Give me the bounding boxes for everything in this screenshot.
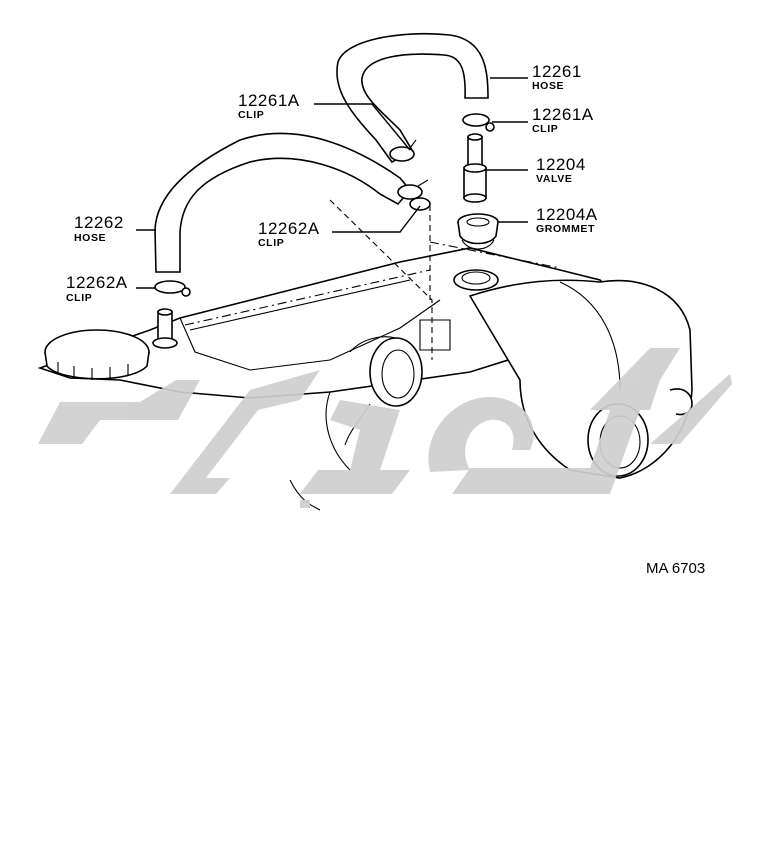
svg-text:CLIP: CLIP — [66, 292, 92, 304]
svg-text:12204: 12204 — [536, 155, 586, 174]
svg-text:12262A: 12262A — [66, 273, 128, 292]
svg-text:12204A: 12204A — [536, 205, 598, 224]
svg-text:12261: 12261 — [532, 62, 582, 81]
callout-hose-12262: 12262 HOSE — [74, 213, 124, 244]
leader-lines — [136, 77, 528, 289]
hose-12261-shape — [336, 32, 489, 164]
svg-text:GROMMET: GROMMET — [536, 223, 595, 235]
callout-clip-12262a-mid: 12262A CLIP — [258, 219, 320, 249]
callout-valve-12204: 12204 VALVE — [536, 155, 586, 185]
callout-clip-12261a-right: 12261A CLIP — [532, 105, 594, 135]
callout-hose-12261: 12261 HOSE — [532, 62, 582, 92]
svg-text:12261A: 12261A — [532, 105, 594, 124]
callout-clip-12261a-left: 12261A CLIP — [238, 91, 300, 121]
svg-text:HOSE: HOSE — [532, 80, 564, 92]
svg-text:CLIP: CLIP — [532, 123, 558, 135]
clip-12262a-left-shape — [154, 280, 191, 297]
svg-text:12261A: 12261A — [238, 91, 300, 110]
hose-joint-clips — [389, 139, 431, 211]
grommet-12204a-shape — [457, 213, 499, 250]
hose-12262-shape — [154, 132, 412, 273]
valve-12204-shape — [463, 133, 487, 203]
cylinder-head-cover-drawing — [37, 199, 693, 511]
callout-grommet-12204a: 12204A GROMMET — [536, 205, 598, 235]
svg-text:HOSE: HOSE — [74, 232, 106, 244]
svg-text:12262: 12262 — [74, 213, 124, 232]
clip-12261a-right-shape — [462, 113, 495, 132]
diagram-code: MA 6703 — [646, 560, 705, 577]
callout-clip-12262a-left: 12262A CLIP — [66, 273, 128, 304]
svg-text:12262A: 12262A — [258, 219, 320, 238]
svg-text:CLIP: CLIP — [238, 109, 264, 121]
svg-text:CLIP: CLIP — [258, 237, 284, 249]
watermark-logo — [38, 348, 732, 508]
svg-text:VALVE: VALVE — [536, 173, 572, 185]
